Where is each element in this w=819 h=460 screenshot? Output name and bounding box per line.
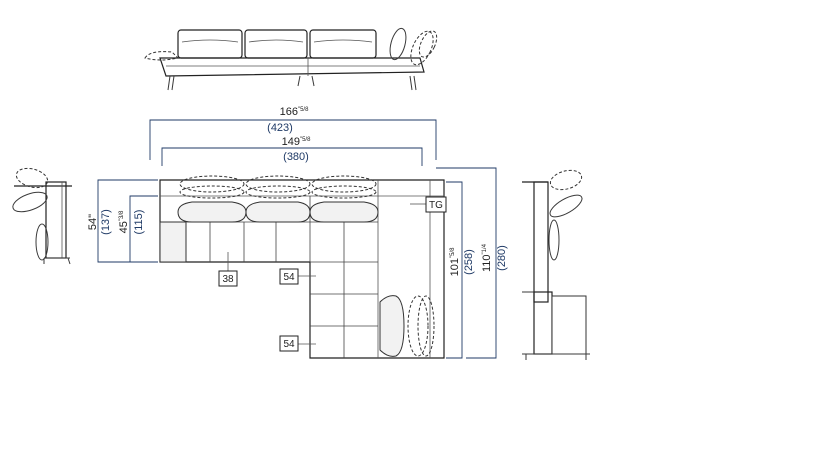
dim-right-inner-cm: (258) xyxy=(463,249,475,275)
dim-right-inner-in: 101"5/8 xyxy=(449,247,461,276)
headrest-dashed-2 xyxy=(418,30,438,58)
dim-inner-width-line xyxy=(161,147,423,166)
headrest-dashed-3 xyxy=(311,175,377,193)
chaise-headrest xyxy=(379,295,435,357)
dim-overall-width-in: 166"5/8 xyxy=(280,106,309,118)
module-label-54b-box xyxy=(279,335,299,352)
headrest-3 xyxy=(309,201,379,223)
module-label-54a-box xyxy=(279,268,299,285)
dim-right-outer-in: 110"1/4 xyxy=(481,243,493,272)
dim-right-outer-cm: (280) xyxy=(496,245,508,271)
headrest-dashed-1 xyxy=(179,175,245,193)
dim-right-inner-line xyxy=(446,181,463,359)
dim-depth-line xyxy=(97,179,158,263)
dim-right-inner: 101"5/8 (258) xyxy=(446,181,475,359)
side-leg-2 xyxy=(67,257,71,265)
module-label-54b: 54 xyxy=(279,335,299,352)
right-side-back xyxy=(533,181,549,303)
headrest-dashed-1b xyxy=(179,185,245,199)
module-label-54a-text: 54 xyxy=(283,272,295,283)
dim-overall-width-line xyxy=(149,119,437,160)
back-cushion-3 xyxy=(309,29,377,59)
seat-grid-vertical xyxy=(310,261,378,327)
left-arm-block xyxy=(159,221,187,263)
plan-view xyxy=(159,175,445,359)
module-label-38-box xyxy=(218,270,238,287)
dim-seat-depth-cm: (115) xyxy=(133,210,145,235)
headrest-dashed-3b xyxy=(311,185,377,199)
module-label-54a: 54 xyxy=(279,268,299,285)
dim-inner-width-cm: (380) xyxy=(283,151,309,163)
dim-right-outer-line xyxy=(436,167,497,359)
headrest-2 xyxy=(245,201,311,223)
dim-overall-width: 166"5/8 (423) xyxy=(149,106,437,160)
module-label-tg-box xyxy=(425,196,447,213)
side-pillow-oval xyxy=(35,223,49,261)
module-label-38-text: 38 xyxy=(222,274,234,285)
dim-depth-in: 54" xyxy=(87,214,99,230)
back-cushion-1 xyxy=(177,29,243,59)
dim-seat-depth-line xyxy=(129,195,158,262)
dim-seat-depth-in: 45"3/8 xyxy=(118,210,130,233)
module-label-tg-text: TG xyxy=(429,200,443,211)
chaise-headrest-solid xyxy=(379,295,405,357)
headrest-dashed-2 xyxy=(245,175,311,193)
side-body xyxy=(45,181,67,259)
right-side-cushion xyxy=(549,194,583,218)
dim-inner-width: 149"5/8 (380) xyxy=(161,136,423,166)
module-label-38: 38 xyxy=(218,270,238,287)
left-side-view xyxy=(12,167,72,265)
right-side-pillow xyxy=(548,219,560,261)
dim-depth-cm: (137) xyxy=(100,209,112,235)
headrest-1 xyxy=(177,201,247,223)
chaise-side-body xyxy=(533,291,553,355)
right-side-headrest-dashed xyxy=(549,169,583,191)
seat-base xyxy=(159,57,425,77)
dim-right-outer: 110"1/4 (280) xyxy=(436,167,508,359)
dim-inner-width-in: 149"5/8 xyxy=(282,136,311,148)
module-label-tg: TG xyxy=(425,196,447,213)
leg-right xyxy=(409,75,417,91)
chaise-headrest-dashed-2 xyxy=(417,295,435,357)
side-pillow xyxy=(389,27,407,61)
back-cushion-2 xyxy=(244,29,308,59)
side-cushion xyxy=(12,191,48,213)
module-label-54b-text: 54 xyxy=(283,339,295,350)
left-arm-dashed xyxy=(144,51,179,61)
cushion-seams xyxy=(181,39,373,43)
dim-seat-depth: 45"3/8 (115) xyxy=(118,195,158,262)
side-headrest-dashed xyxy=(15,167,49,189)
leg-middle xyxy=(297,75,315,87)
top-headrests xyxy=(177,175,379,223)
chaise-side-seat xyxy=(551,295,587,355)
leg-left xyxy=(167,75,175,91)
chaise-headrest-dashed xyxy=(407,295,429,357)
headrest-dashed xyxy=(410,30,434,66)
right-side-view xyxy=(522,169,590,360)
dim-overall-width-cm: (423) xyxy=(267,122,293,134)
headrest-dashed-2b xyxy=(245,185,311,199)
dim-depth: 54" (137) xyxy=(87,179,158,263)
front-elevation-view xyxy=(144,27,438,91)
